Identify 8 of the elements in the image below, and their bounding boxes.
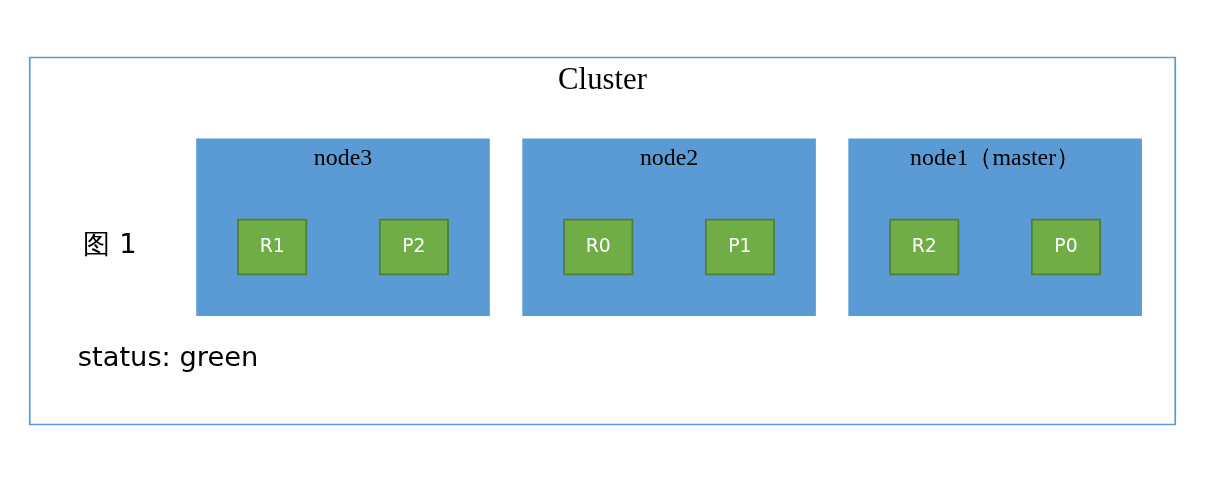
node-box: R1 — [237, 218, 308, 276]
node-box: R0 — [563, 218, 634, 276]
node-box: P1 — [704, 218, 775, 276]
node-box: P0 — [1031, 218, 1101, 276]
node-box: P2 — [378, 218, 449, 276]
label: 图 1 — [83, 228, 137, 260]
node-box: R2 — [889, 218, 960, 276]
label: status: green — [77, 341, 259, 373]
